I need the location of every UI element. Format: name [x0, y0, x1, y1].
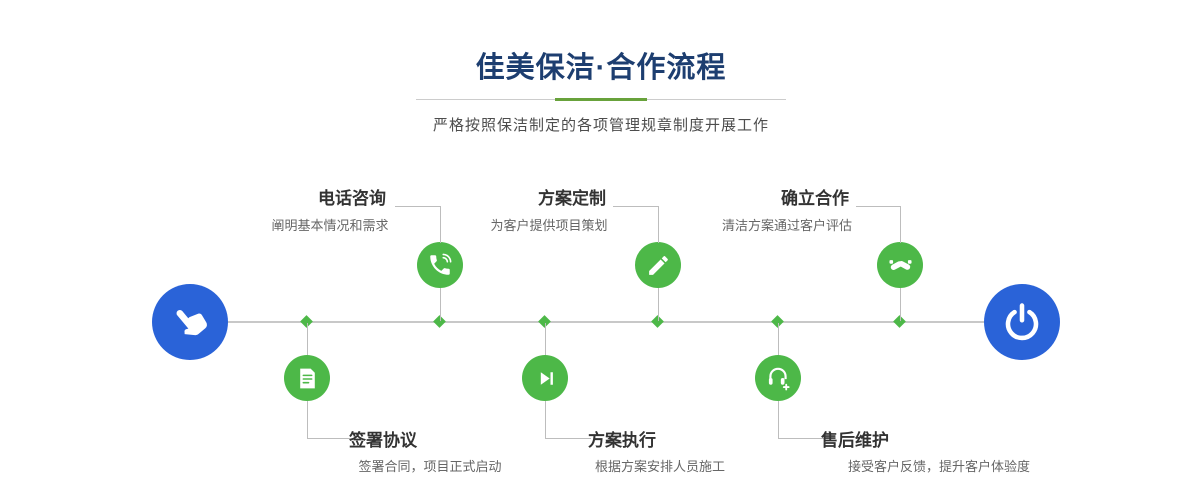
power-icon	[1005, 303, 1039, 341]
phone-icon	[430, 253, 452, 275]
step-description: 签署合同，项目正式启动	[358, 459, 502, 474]
page-title: 佳美保洁·合作流程	[475, 52, 727, 84]
step-description: 阐明基本情况和需求	[271, 218, 389, 233]
label-connector-line	[613, 206, 659, 243]
connector-line	[307, 323, 308, 355]
end-node	[984, 284, 1060, 360]
label-connector-line	[545, 401, 591, 439]
connector-line	[440, 288, 441, 321]
title-underline	[416, 98, 786, 101]
start-node	[152, 284, 228, 360]
page-subtitle: 严格按照保洁制定的各项管理规章制度开展工作	[432, 117, 769, 134]
headset-icon	[768, 367, 790, 391]
label-connector-line	[856, 206, 901, 243]
step-description: 清洁方案通过客户评估	[721, 218, 852, 233]
step-circle	[877, 242, 923, 288]
connector-line	[545, 323, 546, 355]
pencil-icon	[648, 255, 668, 275]
label-connector-line	[778, 401, 824, 439]
play-icon	[540, 371, 553, 385]
handshake-icon	[888, 259, 912, 270]
connector-line	[778, 323, 779, 355]
timeline-main-line	[190, 321, 1022, 323]
step-description: 为客户提供项目策划	[490, 218, 608, 233]
connector-line	[900, 288, 901, 321]
step-title: 方案定制	[538, 189, 606, 208]
step-title: 电话咨询	[318, 189, 386, 208]
contract-icon	[299, 368, 315, 388]
step-title: 签署协议	[349, 431, 417, 450]
step-circle	[522, 355, 568, 401]
step-description: 接受客户反馈，提升客户体验度	[847, 459, 1030, 474]
step-title: 方案执行	[588, 431, 656, 450]
step-circle	[284, 355, 330, 401]
pointing-hand-icon	[176, 310, 207, 336]
step-title: 确立合作	[781, 189, 849, 208]
step-circle	[635, 242, 681, 288]
step-description: 根据方案安排人员施工	[594, 459, 725, 474]
step-circle	[417, 242, 463, 288]
step-title: 售后维护	[821, 431, 889, 450]
step-circle	[755, 355, 801, 401]
section-header: 佳美保洁·合作流程 严格按照保洁制定的各项管理规章制度开展工作	[0, 0, 1202, 135]
connector-line	[658, 288, 659, 321]
underline-green-segment	[555, 98, 647, 101]
label-connector-line	[395, 206, 441, 243]
label-connector-line	[307, 401, 353, 439]
